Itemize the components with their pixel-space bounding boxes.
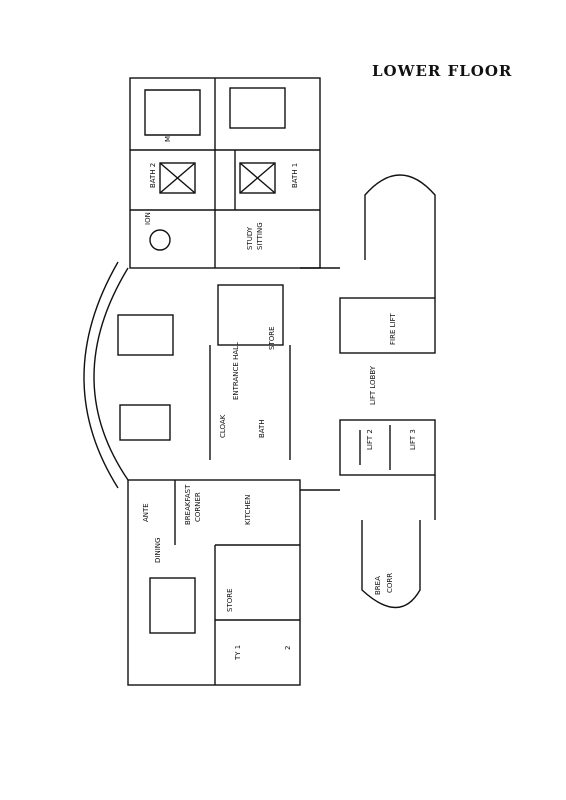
dining-table <box>149 577 196 634</box>
label-fire-lift: FIRE LIFT <box>389 313 397 345</box>
label-ty1: TY 1 <box>234 645 242 661</box>
label-brea: BREA <box>374 576 382 595</box>
label-cloak: CLOAK <box>219 414 227 438</box>
label-kitchen: KITCHEN <box>244 495 252 525</box>
label-bath2: BATH 2 <box>149 163 157 188</box>
label-ion: ION <box>144 212 152 225</box>
bath2-tub <box>159 162 196 194</box>
living-table <box>119 404 171 441</box>
top-wing-outline <box>129 77 321 269</box>
plan-title: LOWER FLOOR <box>372 62 513 80</box>
living-sofa <box>117 314 174 356</box>
label-lift2: LIFT 2 <box>366 429 374 450</box>
bottom-wing-outline <box>127 479 301 686</box>
label-store-top: STORE <box>268 326 276 350</box>
label-corr: CORR <box>386 573 394 593</box>
label-store-bottom: STORE <box>226 588 234 612</box>
label-ante: ANTE <box>142 503 150 522</box>
bath1-tub <box>239 162 276 194</box>
round-table <box>149 229 171 251</box>
label-sitting: SITTING <box>256 222 264 250</box>
label-study: STUDY <box>246 226 254 250</box>
label-entrance-hall: ENTRANCE HALL <box>232 342 240 400</box>
bed <box>229 87 286 129</box>
lift-lobby-box <box>339 419 436 476</box>
label-corner: CORNER <box>194 492 202 522</box>
stair-bottom-curve <box>361 520 421 608</box>
living-curve-wall <box>93 267 129 481</box>
label-bath1: BATH 1 <box>291 163 299 188</box>
label-lift-lobby: LIFT LOBBY <box>369 365 377 405</box>
label-dining: DINING <box>154 538 162 563</box>
label-2: 2 <box>284 646 292 650</box>
label-bath: BATH <box>258 419 266 438</box>
stair-top-curve <box>364 174 436 260</box>
fire-lift-box <box>339 297 436 354</box>
sofa <box>144 89 201 136</box>
label-m: M <box>164 136 172 142</box>
staircase-central <box>217 284 284 346</box>
label-lift3: LIFT 3 <box>409 429 417 450</box>
label-breakfast: BREAKFAST <box>184 484 192 525</box>
